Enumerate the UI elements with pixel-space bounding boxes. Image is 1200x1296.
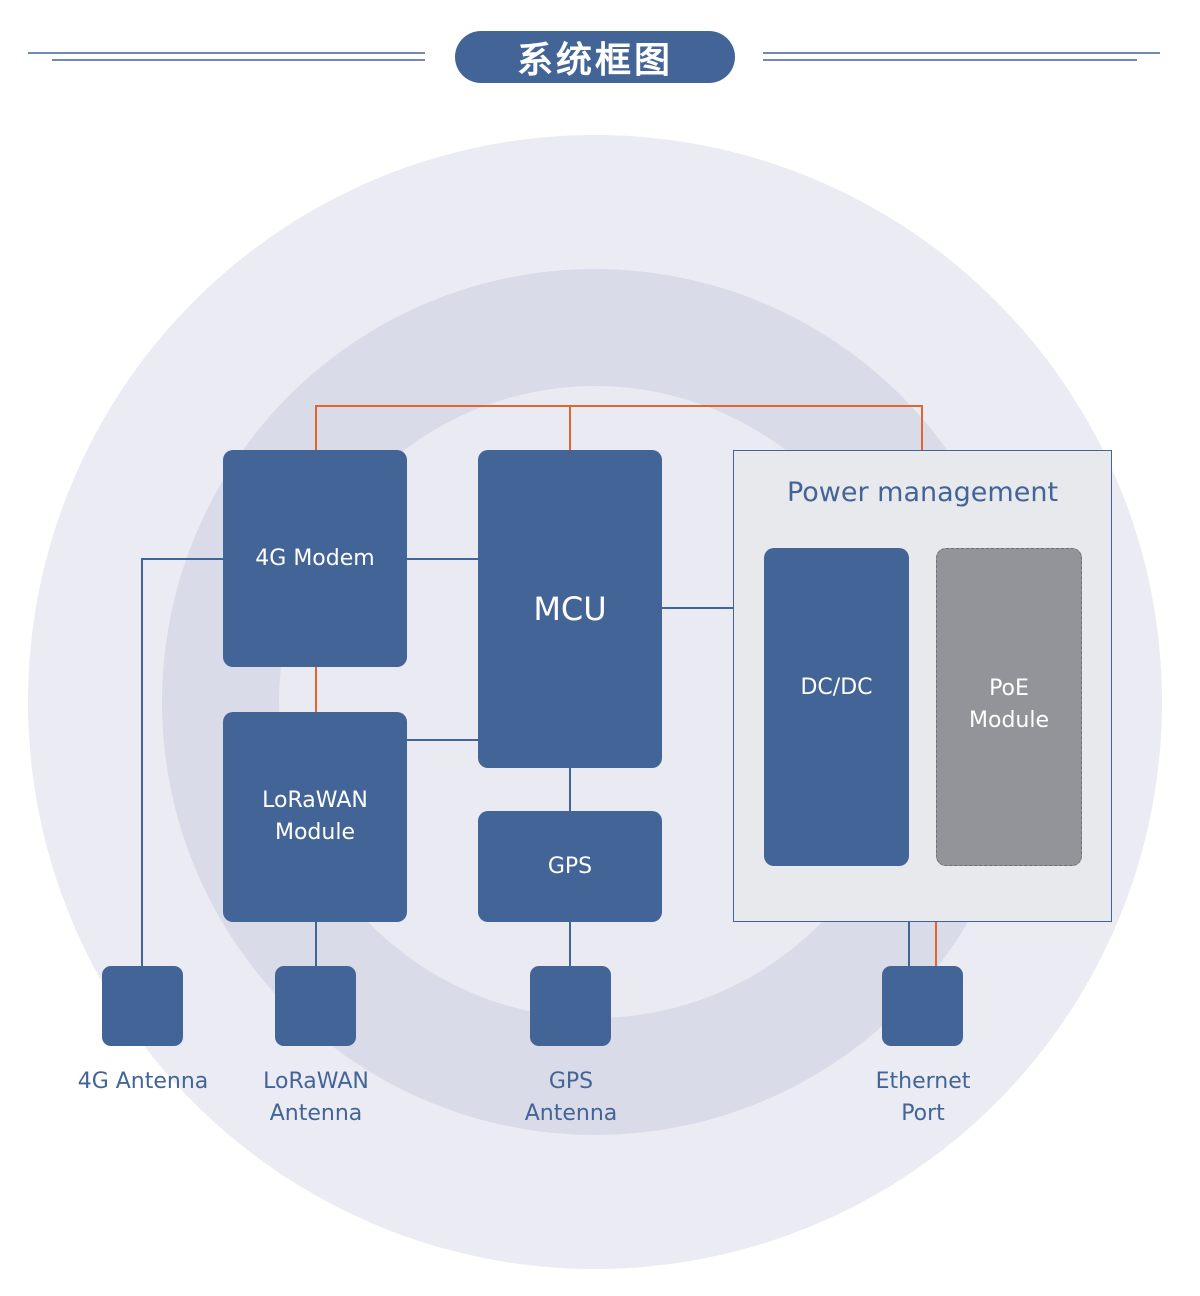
diagram-title: 系统框图	[455, 31, 735, 83]
power-lines	[315, 405, 937, 966]
signal-lines	[141, 558, 910, 966]
gps-antenna-label: GPS Antenna	[524, 1069, 618, 1126]
ethernet-port	[882, 966, 963, 1046]
lorawan-antenna-label: LoRaWAN Antenna	[263, 1069, 369, 1126]
4g-modem-block: 4G Modem	[223, 450, 407, 667]
mcu-block: MCU	[478, 450, 662, 768]
power-management-title: Power management	[786, 477, 1059, 508]
header-lines	[28, 52, 1160, 61]
lorawan-antenna-port	[275, 966, 356, 1046]
4g-antenna-port	[102, 966, 183, 1046]
gps-antenna-port	[530, 966, 611, 1046]
dcdc-block: DC/DC	[764, 548, 909, 866]
poe-module-block: PoE Module	[936, 548, 1082, 866]
gps-block: GPS	[478, 811, 662, 922]
ethernet-port-label: Ethernet Port	[875, 1069, 971, 1126]
lorawan-module-block: LoRaWAN Module	[223, 712, 407, 922]
4g-antenna-label: 4G Antenna	[77, 1069, 209, 1094]
